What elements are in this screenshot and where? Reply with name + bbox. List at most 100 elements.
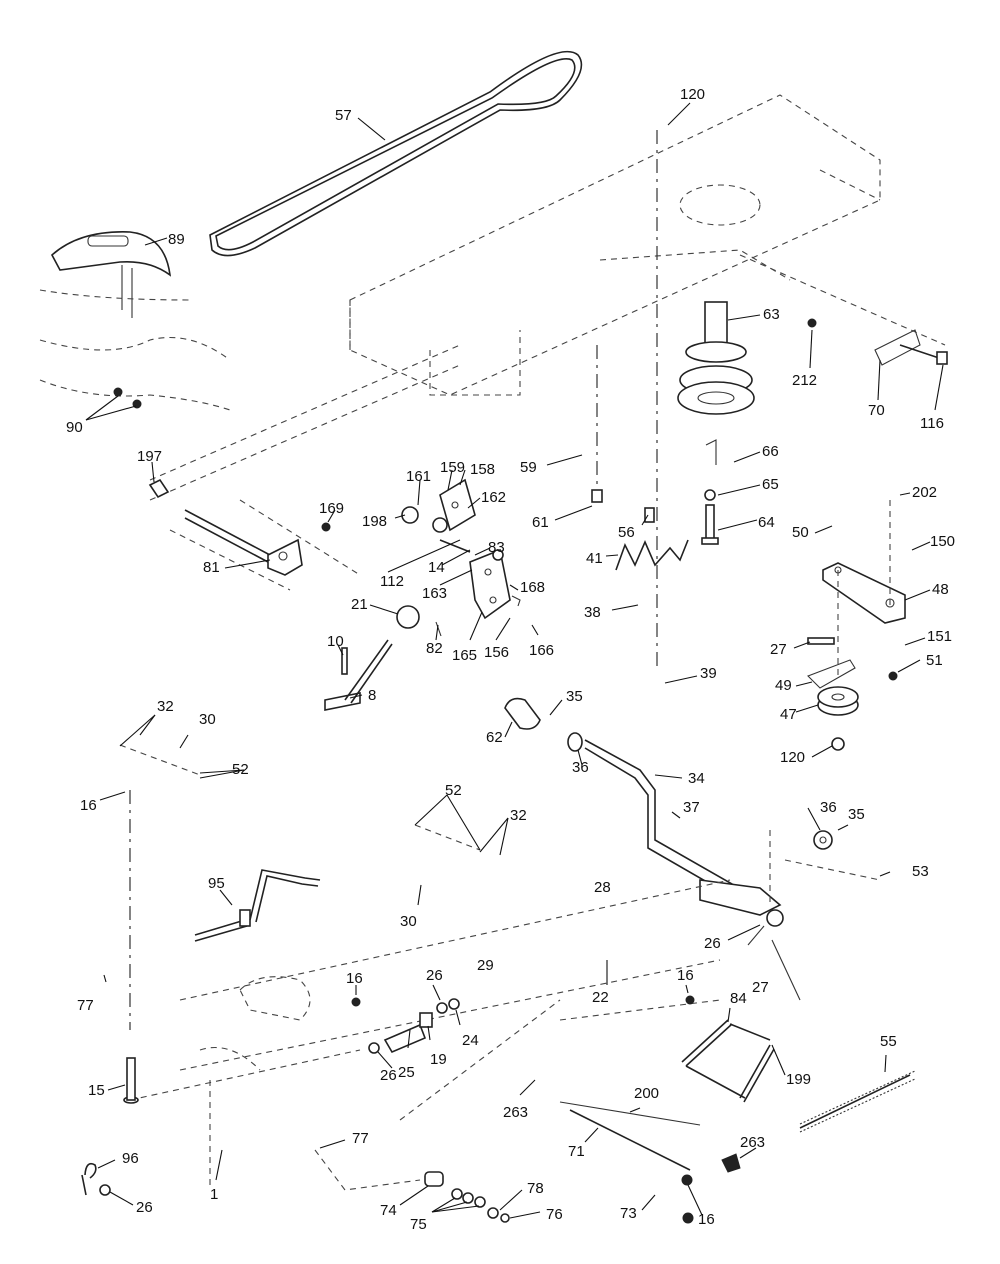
callout-21: 21 xyxy=(351,596,368,613)
brake-linkage xyxy=(681,995,775,1103)
callout-34: 34 xyxy=(688,770,705,787)
callout-263: 263 xyxy=(503,1104,528,1121)
brake-rod xyxy=(504,697,881,1001)
callout-28: 28 xyxy=(594,879,611,896)
callout-16: 16 xyxy=(80,797,97,814)
callout-57: 57 xyxy=(335,107,352,124)
shift-rod xyxy=(148,478,303,576)
callout-49: 49 xyxy=(775,677,792,694)
leader-lines xyxy=(85,102,944,1219)
drive-belt xyxy=(209,50,583,257)
callout-77: 77 xyxy=(77,997,94,1014)
callout-82: 82 xyxy=(426,640,443,657)
shift-bracket-cluster xyxy=(321,478,521,620)
callout-63: 63 xyxy=(763,306,780,323)
callout-26: 26 xyxy=(704,935,721,952)
pin-96 xyxy=(81,1162,111,1196)
fender-seat xyxy=(39,231,231,411)
callout-162: 162 xyxy=(481,489,506,506)
lower-frame xyxy=(119,744,731,1191)
callout-83: 83 xyxy=(488,539,505,556)
callout-202: 202 xyxy=(912,484,937,501)
callout-37: 37 xyxy=(683,799,700,816)
callout-30: 30 xyxy=(199,711,216,728)
callout-24: 24 xyxy=(462,1032,479,1049)
callout-70: 70 xyxy=(868,402,885,419)
spring-55 xyxy=(799,1070,916,1133)
callout-61: 61 xyxy=(532,514,549,531)
callout-71: 71 xyxy=(568,1143,585,1160)
callout-151: 151 xyxy=(927,628,952,645)
callout-16: 16 xyxy=(698,1211,715,1228)
callout-27: 27 xyxy=(752,979,769,996)
callout-16: 16 xyxy=(346,970,363,987)
front-axle-hub xyxy=(123,976,311,1104)
callout-159: 159 xyxy=(440,459,465,476)
callout-14: 14 xyxy=(428,559,445,576)
frame-outline xyxy=(149,94,946,591)
callout-25: 25 xyxy=(398,1064,415,1081)
callout-200: 200 xyxy=(634,1085,659,1102)
callout-75: 75 xyxy=(410,1216,427,1233)
callout-263: 263 xyxy=(740,1134,765,1151)
callout-56: 56 xyxy=(618,524,635,541)
callout-199: 199 xyxy=(786,1071,811,1088)
callout-41: 41 xyxy=(586,550,603,567)
washers-group xyxy=(424,1171,510,1223)
callout-10: 10 xyxy=(327,633,344,650)
callout-158: 158 xyxy=(470,461,495,478)
callout-116: 116 xyxy=(920,415,944,432)
callout-8: 8 xyxy=(368,687,376,704)
callout-19: 19 xyxy=(430,1051,447,1068)
shift-lever xyxy=(324,605,442,711)
callout-150: 150 xyxy=(930,533,955,550)
callout-65: 65 xyxy=(762,476,779,493)
callout-120: 120 xyxy=(780,749,805,766)
callout-35: 35 xyxy=(566,688,583,705)
bolts-center xyxy=(591,439,719,545)
callout-156: 156 xyxy=(484,644,509,661)
callout-39: 39 xyxy=(700,665,717,682)
callout-52: 52 xyxy=(232,761,249,778)
callout-59: 59 xyxy=(520,459,537,476)
callout-30: 30 xyxy=(400,913,417,930)
callout-212: 212 xyxy=(792,372,817,389)
callout-78: 78 xyxy=(527,1180,544,1197)
spring-41 xyxy=(615,539,689,571)
callout-89: 89 xyxy=(168,231,185,248)
bolt-15 xyxy=(126,1057,136,1101)
callout-32: 32 xyxy=(510,807,527,824)
callout-50: 50 xyxy=(792,524,809,541)
callout-36: 36 xyxy=(572,759,589,776)
callout-95: 95 xyxy=(208,875,225,892)
callout-166: 166 xyxy=(529,642,554,659)
callout-198: 198 xyxy=(362,513,387,530)
callout-48: 48 xyxy=(932,581,949,598)
callout-22: 22 xyxy=(592,989,609,1006)
callout-76: 76 xyxy=(546,1206,563,1223)
callout-120: 120 xyxy=(680,86,705,103)
spindle-parts xyxy=(351,997,460,1054)
callout-96: 96 xyxy=(122,1150,139,1167)
callout-38: 38 xyxy=(584,604,601,621)
callout-29: 29 xyxy=(477,957,494,974)
callout-90: 90 xyxy=(66,419,83,436)
bottom-linkage xyxy=(559,1101,741,1224)
engine-pulley xyxy=(677,301,755,415)
callout-73: 73 xyxy=(620,1205,637,1222)
idler-bracket-right xyxy=(807,500,906,751)
callout-55: 55 xyxy=(880,1033,897,1050)
callout-66: 66 xyxy=(762,443,779,460)
callout-84: 84 xyxy=(730,990,747,1007)
callout-labels: 57 120 89 63 212 70 116 90 197 59 66 65 … xyxy=(66,86,955,1233)
callout-1: 1 xyxy=(210,1186,218,1203)
callout-53: 53 xyxy=(912,863,929,880)
callout-32: 32 xyxy=(157,698,174,715)
callout-165: 165 xyxy=(452,647,477,664)
callout-52: 52 xyxy=(445,782,462,799)
callout-35: 35 xyxy=(848,806,865,823)
callout-47: 47 xyxy=(780,706,797,723)
callout-26: 26 xyxy=(426,967,443,984)
callout-26: 26 xyxy=(136,1199,153,1216)
